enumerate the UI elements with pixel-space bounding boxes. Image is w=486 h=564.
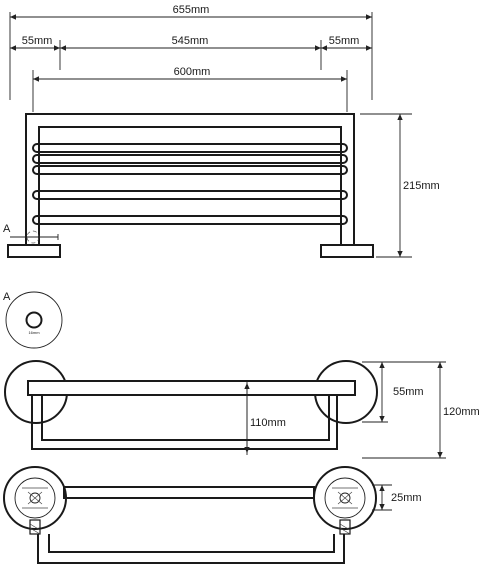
bottom-view-rail (63, 486, 315, 499)
total-depth-label: 120mm (443, 406, 480, 418)
plate-thickness-label: 25mm (391, 492, 422, 504)
bottom-view (3, 466, 377, 564)
height-dimension: 215mm (360, 113, 440, 258)
left-wall-mount (7, 244, 61, 258)
front-view: A (3, 113, 374, 258)
shelf-top (27, 380, 356, 396)
detail-a: A 16mm (3, 291, 63, 349)
rail-depth-label: 110mm (250, 417, 286, 429)
towel-bar-3 (32, 165, 348, 175)
towel-bar-4 (32, 190, 348, 200)
detail-marker-label: A (3, 223, 11, 235)
overall-width-label: 655mm (173, 4, 210, 16)
left-offset-label: 55mm (22, 35, 53, 47)
detail-diameter-label: 16mm (28, 330, 40, 335)
depth-dimensions: 55mm 120mm (362, 361, 480, 459)
right-offset-label: 55mm (329, 35, 360, 47)
detail-rod-circle (25, 311, 43, 329)
detail-outer-circle (5, 291, 63, 349)
towel-bar-2 (32, 154, 348, 164)
towel-bar-5 (32, 215, 348, 225)
plate-thickness-dimension: 25mm (372, 484, 422, 511)
right-wall-mount (320, 244, 374, 258)
rail-width-label: 600mm (174, 66, 211, 78)
mount-depth-label: 55mm (393, 386, 424, 398)
towel-bar-1 (32, 143, 348, 153)
height-label: 215mm (403, 180, 440, 192)
width-dimensions: 655mm 55mm 545mm 55mm 600mm (9, 4, 373, 112)
inner-width-label: 545mm (172, 35, 209, 47)
top-view: 110mm (4, 360, 378, 455)
detail-title: A (3, 291, 11, 303)
